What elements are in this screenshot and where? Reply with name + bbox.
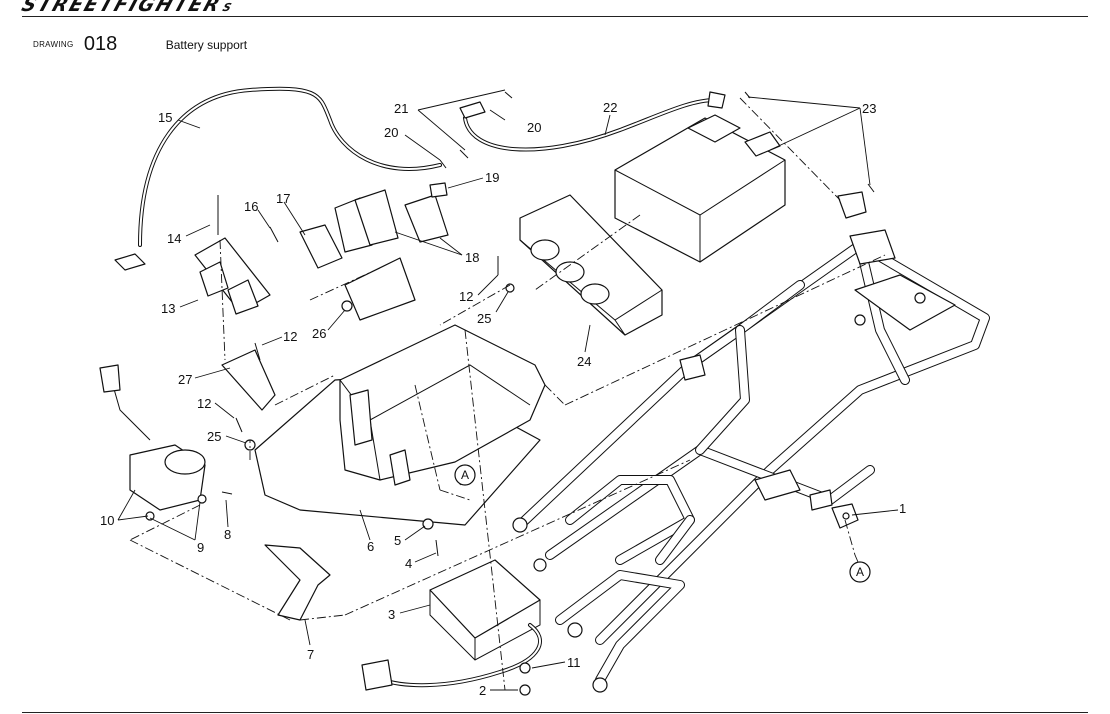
callout-label: 13: [161, 301, 175, 316]
part-clip: [831, 503, 859, 529]
fuse-box: [194, 195, 271, 315]
rear-subframe: [512, 229, 990, 693]
reference-label: A: [461, 468, 469, 482]
callout-label: 4: [405, 556, 412, 571]
callout-label: 25: [477, 311, 491, 326]
relay-assembly: [99, 364, 331, 621]
callout-label: 20: [527, 120, 541, 135]
callout-label: 11: [567, 655, 581, 670]
callout-label: 7: [307, 647, 314, 662]
drawing-label: DRAWING: [33, 40, 74, 49]
assembly-lines: [129, 97, 886, 691]
callout-label: 6: [367, 539, 374, 554]
voltage-regulator: [361, 559, 542, 691]
battery-tray: [254, 257, 546, 526]
callout-label: 18: [465, 250, 479, 265]
callout-label: 26: [312, 326, 326, 341]
header-rule: [22, 16, 1088, 17]
connector-blocks: [334, 182, 449, 253]
battery: [614, 114, 786, 263]
drawing-title: Battery support: [165, 37, 248, 52]
callout-label: 5: [394, 533, 401, 548]
callout-label: 20: [384, 125, 398, 140]
callout-label: 14: [167, 231, 181, 246]
callout-label: 25: [207, 429, 221, 444]
callout-label: 23: [862, 101, 876, 116]
fasteners: [145, 91, 875, 696]
callout-label: 10: [100, 513, 114, 528]
callout-label: 21: [394, 101, 408, 116]
callout-label: 17: [276, 191, 290, 206]
callout-label: 12: [459, 289, 473, 304]
section-reference-a-tray: A: [454, 464, 476, 486]
callout-label: 24: [577, 354, 591, 369]
callout-label: 8: [224, 527, 231, 542]
reference-label: A: [856, 565, 864, 579]
drawing-number: 018: [83, 33, 118, 55]
callout-label: 16: [244, 199, 258, 214]
callout-label: 3: [388, 607, 395, 622]
callout-numbers: 15 21 20 22 23 20 19 14 16 17 18 13 12 2…: [100, 100, 906, 698]
callout-label: 1: [899, 501, 906, 516]
callout-label: 12: [283, 329, 297, 344]
callout-label: 27: [178, 372, 192, 387]
drawing-caption: DRAWING 018 Battery support: [33, 33, 247, 56]
page-header: STREETFIGHTERS: [0, 0, 1110, 20]
section-reference-a-clip: A: [849, 561, 871, 583]
callout-label: 12: [197, 396, 211, 411]
callout-label: 2: [479, 683, 486, 698]
battery-cables: [114, 86, 726, 271]
callout-label: 19: [485, 170, 499, 185]
callout-label: 9: [197, 540, 204, 555]
footer-rule: [22, 712, 1088, 713]
rubber-cover: [519, 194, 663, 336]
callout-label: 15: [158, 110, 172, 125]
callout-label: 22: [603, 100, 617, 115]
